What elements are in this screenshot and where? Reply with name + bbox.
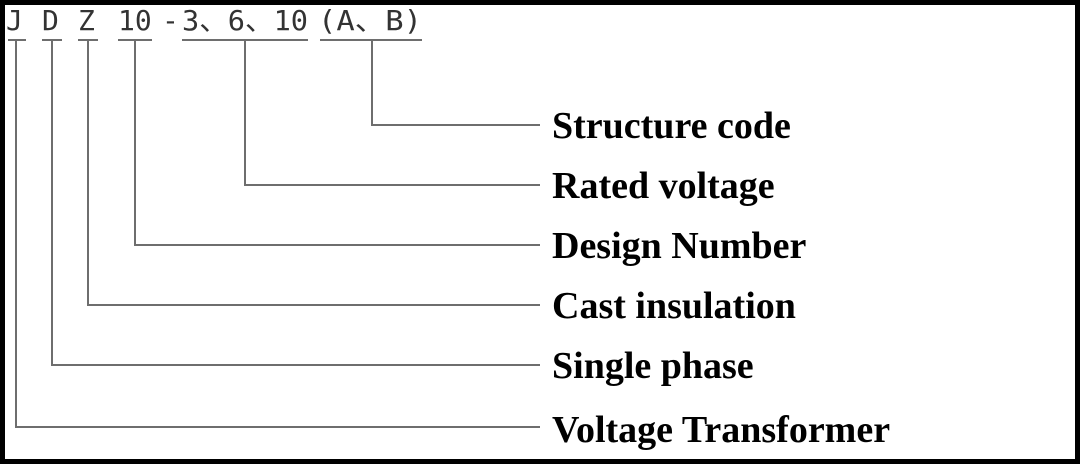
model-code: J D Z 10 - 3、6、10 (A、B) xyxy=(6,4,422,37)
code-segment-z: Z xyxy=(78,4,95,37)
code-segment-d: D xyxy=(42,4,59,37)
leader-structure xyxy=(371,40,540,126)
code-segment-dash: - xyxy=(162,4,179,37)
leader-voltage-transformer xyxy=(15,40,540,428)
label-cast-insulation: Cast insulation xyxy=(552,285,796,327)
code-segment-structure: (A、B) xyxy=(318,4,422,37)
leader-cast-insulation xyxy=(87,40,540,306)
label-design-number: Design Number xyxy=(552,225,807,267)
label-rated-voltage: Rated voltage xyxy=(552,165,775,207)
leader-single-phase xyxy=(51,40,540,366)
leader-design xyxy=(134,40,540,246)
leader-voltage xyxy=(244,40,540,186)
label-voltage-transformer: Voltage Transformer xyxy=(552,409,890,451)
label-structure-code: Structure code xyxy=(552,105,791,147)
leader-lines xyxy=(15,40,540,428)
code-segment-j: J xyxy=(6,4,23,37)
code-segment-voltage: 3、6、10 xyxy=(182,4,308,37)
labels: Structure code Rated voltage Design Numb… xyxy=(552,105,890,451)
code-segment-design: 10 xyxy=(118,4,152,37)
label-single-phase: Single phase xyxy=(552,345,754,387)
